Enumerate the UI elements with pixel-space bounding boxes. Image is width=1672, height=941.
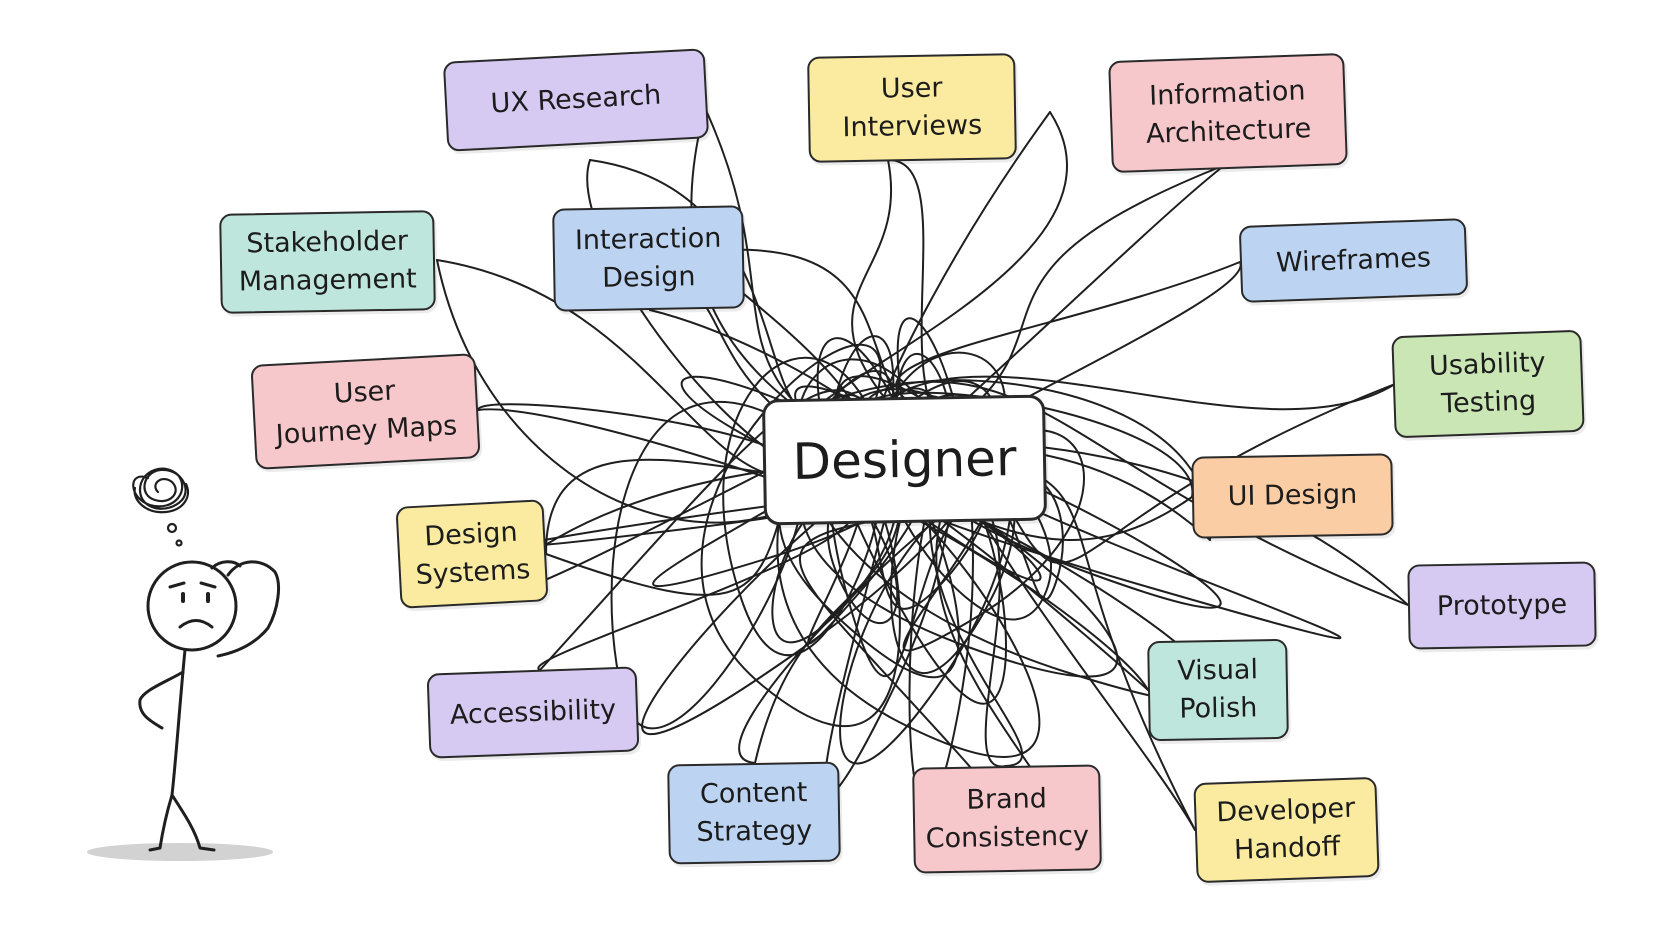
tangle-loop: [816, 337, 1007, 705]
developer-handoff-label: Developer Handoff: [1215, 792, 1356, 866]
brand-consistency-label: Brand Consistency: [925, 783, 1090, 855]
visual-polish-node[interactable]: Visual Polish: [1147, 638, 1289, 742]
tangle-loop: [795, 358, 1219, 704]
tangle-loop: [902, 422, 1085, 652]
tangle-loop: [641, 351, 1007, 736]
connection-line: [1005, 383, 1396, 564]
connection-line: [807, 380, 1409, 606]
usability-testing-node[interactable]: Usability Testing: [1391, 329, 1585, 439]
connection-line: [537, 508, 855, 671]
tangle-loop: [700, 343, 901, 728]
interaction-design-label: Interaction Design: [574, 222, 722, 294]
ground-shadow: [87, 843, 273, 861]
scribble-thought-icon: [132, 467, 190, 547]
ux-research-node[interactable]: UX Research: [442, 48, 710, 152]
information-architecture-label: Information Architecture: [1145, 75, 1312, 150]
prototype-label: Prototype: [1436, 588, 1568, 622]
developer-handoff-node[interactable]: Developer Handoff: [1193, 776, 1380, 884]
content-strategy-label: Content Strategy: [696, 777, 813, 849]
ui-design-label: UI Design: [1227, 478, 1358, 513]
confused-stick-figure-icon: [87, 467, 280, 861]
accessibility-node[interactable]: Accessibility: [426, 666, 640, 759]
tangle-loop: [827, 335, 1007, 678]
ui-design-node[interactable]: UI Design: [1191, 453, 1394, 539]
content-strategy-node[interactable]: Content Strategy: [667, 761, 841, 865]
prototype-node[interactable]: Prototype: [1407, 561, 1597, 650]
information-architecture-node[interactable]: Information Architecture: [1108, 52, 1348, 174]
user-interviews-label: User Interviews: [842, 72, 983, 144]
tangle-loop: [776, 370, 1041, 758]
design-systems-label: Design Systems: [414, 516, 532, 591]
tangle-loop: [896, 317, 978, 809]
wireframes-label: Wireframes: [1275, 241, 1432, 279]
usability-testing-label: Usability Testing: [1428, 346, 1547, 420]
design-systems-node[interactable]: Design Systems: [395, 499, 549, 609]
tangle-loop: [823, 352, 955, 796]
brand-consistency-node[interactable]: Brand Consistency: [912, 764, 1102, 874]
visual-polish-label: Visual Polish: [1177, 654, 1259, 725]
ux-research-label: UX Research: [489, 79, 663, 120]
accessibility-label: Accessibility: [449, 693, 617, 731]
interaction-design-node[interactable]: Interaction Design: [552, 205, 745, 312]
user-interviews-node[interactable]: User Interviews: [807, 53, 1017, 163]
designer-center-label: Designer: [792, 429, 1017, 491]
wireframes-node[interactable]: Wireframes: [1238, 218, 1469, 303]
connection-line: [799, 512, 1051, 861]
designer-center-node[interactable]: Designer: [761, 394, 1048, 526]
